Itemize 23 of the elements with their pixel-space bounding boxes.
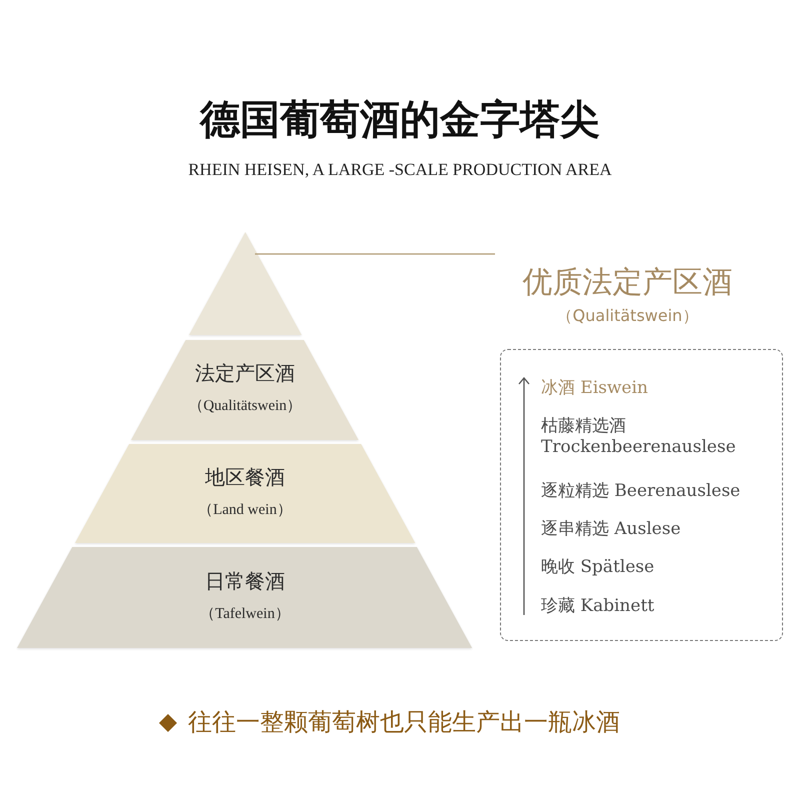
callout-subtitle: （Qualitätswein） [556, 306, 700, 327]
tier-title: 法定产区酒 [194, 362, 296, 387]
leader-line [255, 253, 495, 255]
pyramid-tier [74, 444, 416, 543]
tier-title: 地区餐酒 [204, 466, 286, 490]
title: 德国葡萄酒的金字塔尖 [198, 95, 601, 145]
pyramid-apex [188, 232, 302, 335]
list-item: 枯藤精选酒 Trockenbeerenauslese [541, 416, 737, 458]
dashed-panel [500, 349, 783, 641]
tier-subtitle: （Land wein） [197, 500, 293, 518]
list-item: 逐粒精选 Beerenauslese [541, 481, 742, 502]
tier-title: 日常餐酒 [204, 570, 286, 594]
note: 往往一整颗葡萄树也只能生产出一瓶冰酒 [188, 707, 620, 738]
list-item: 冰酒 Eiswein [541, 378, 649, 399]
pyramid-tier [131, 340, 359, 440]
subtitle: RHEIN HEISEN, A LARGE -SCALE PRODUCTION AREA [187, 160, 613, 180]
list-item: 逐串精选 Auslese [541, 519, 682, 540]
tier-subtitle: （Qualitätswein） [187, 397, 303, 415]
list-item: 珍藏 Kabinett [541, 596, 656, 617]
callout-heading: 优质法定产区酒 [522, 264, 734, 302]
pyramid-tier [17, 547, 473, 648]
list-item: 晚收 Spätlese [541, 557, 656, 578]
tier-subtitle: （Tafelwein） [199, 604, 291, 622]
